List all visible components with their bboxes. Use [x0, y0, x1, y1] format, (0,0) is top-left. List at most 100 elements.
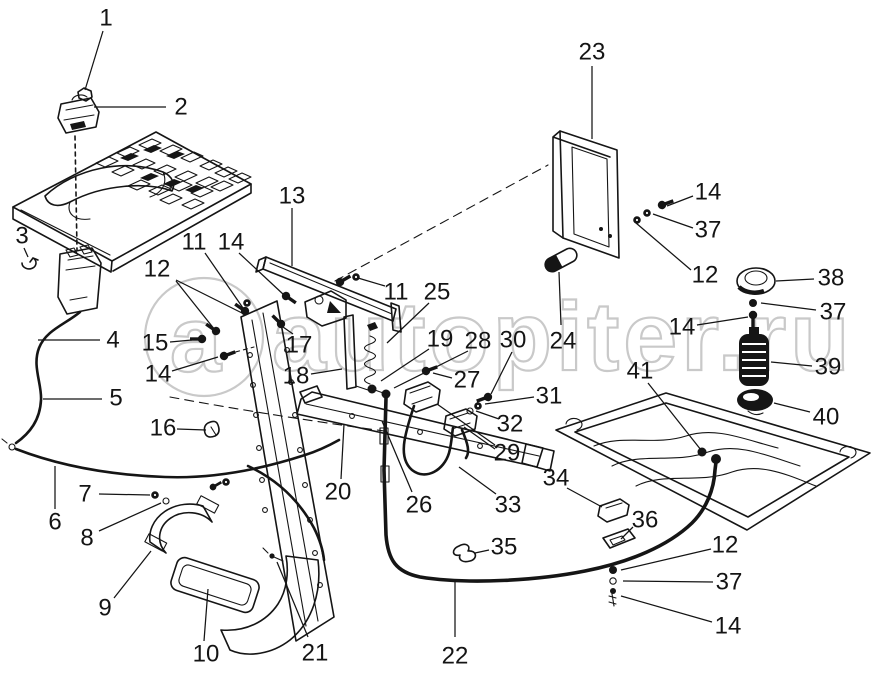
link-strip-18 — [343, 314, 357, 390]
leader-line-41 — [647, 382, 702, 451]
leader-line-29 — [436, 403, 496, 446]
mounting-bar-13 — [255, 256, 402, 333]
leader-line-26 — [381, 420, 413, 493]
leader-line-34 — [566, 487, 603, 508]
clamp-half-9 — [144, 495, 220, 554]
callout-17: 17 — [286, 332, 313, 359]
callout-10: 10 — [193, 641, 220, 668]
dashed-guide-line — [169, 396, 393, 433]
bracket-holes — [247, 347, 323, 588]
leader-line-30 — [490, 351, 513, 395]
callout-8: 8 — [80, 525, 93, 552]
callout-11: 11 — [182, 229, 207, 256]
callout-27: 27 — [454, 367, 481, 394]
toggle-switch-2 — [57, 94, 100, 134]
callout-32: 32 — [497, 411, 524, 438]
callout-35: 35 — [491, 534, 518, 561]
leader-line-17 — [282, 326, 294, 335]
cable-loop-33 — [402, 404, 455, 476]
callout-14: 14 — [695, 179, 722, 206]
grommet-38 — [736, 267, 776, 295]
leader-line-40 — [773, 402, 811, 413]
callout-29: 29 — [494, 440, 521, 467]
callout-31: 31 — [536, 383, 563, 410]
pivot-bracket-17 — [304, 290, 347, 327]
callout-20: 20 — [325, 479, 352, 506]
cover-frame-23 — [552, 130, 620, 259]
nut-11b — [352, 273, 360, 281]
callout-37: 37 — [820, 299, 847, 326]
callout-37: 37 — [695, 217, 722, 244]
leader-line-7 — [98, 493, 151, 496]
callout-19: 19 — [427, 326, 454, 353]
nut-7 — [151, 491, 159, 499]
leader-line-37 — [622, 580, 714, 583]
leader-line-20 — [340, 423, 345, 480]
return-spring-19 — [363, 335, 377, 385]
leader-line-31 — [484, 396, 535, 405]
callout-33: 33 — [495, 492, 522, 519]
clip-16 — [203, 420, 220, 438]
leader-line-12 — [620, 548, 712, 571]
callout-6: 6 — [48, 509, 61, 536]
nut-31 — [474, 402, 482, 410]
callout-15: 15 — [142, 330, 169, 357]
leader-line-18 — [310, 368, 343, 375]
callout-12: 12 — [144, 256, 171, 283]
leader-line-14 — [620, 595, 713, 623]
boot-39 — [739, 327, 769, 386]
leader-line-16 — [176, 428, 207, 431]
leader-line-35 — [474, 549, 490, 554]
callout-28: 28 — [465, 328, 492, 355]
pin-24 — [544, 247, 578, 273]
callout-18: 18 — [283, 363, 310, 390]
leader-line-14 — [171, 356, 219, 372]
lock-plate-36 — [602, 528, 636, 549]
callout-21: 21 — [302, 640, 329, 667]
support-bar-20 — [296, 385, 555, 472]
callout-25: 25 — [424, 279, 451, 306]
callout-34: 34 — [543, 465, 570, 492]
leader-line-29 — [463, 426, 496, 450]
dashed-guide-line — [334, 164, 549, 282]
leader-line-11 — [357, 277, 386, 287]
pin-25 — [367, 322, 378, 331]
leader-line-9 — [113, 550, 152, 599]
callout-5: 5 — [109, 385, 122, 412]
leader-line-39 — [770, 361, 813, 367]
bolt-misc-a — [208, 479, 223, 492]
callout-3: 3 — [15, 223, 28, 250]
connector-pigtail — [460, 428, 470, 460]
cable-end-fitting — [1, 438, 16, 451]
bellcrank-28 — [355, 384, 391, 399]
callout-14: 14 — [218, 229, 245, 256]
callout-7: 7 — [78, 481, 91, 508]
leader-line-15 — [169, 339, 193, 343]
switch-drop-line — [74, 135, 78, 251]
clip-35 — [452, 543, 477, 563]
pedal-10 — [170, 555, 320, 655]
nut-misc-b — [222, 478, 230, 486]
callout-37: 37 — [716, 569, 743, 596]
leader-line-38 — [775, 278, 815, 282]
callout-12: 12 — [692, 262, 719, 289]
leader-line-14 — [238, 252, 285, 296]
leader-line-19 — [380, 348, 430, 382]
leader-line-36 — [620, 526, 634, 540]
leader-line-12 — [635, 222, 692, 271]
panel-duct — [44, 164, 175, 220]
callout-2: 2 — [174, 94, 187, 121]
callout-1: 1 — [99, 5, 112, 32]
callout-9: 9 — [98, 595, 111, 622]
callout-36: 36 — [632, 507, 659, 534]
callout-16: 16 — [150, 415, 177, 442]
leader-line-10 — [203, 588, 209, 642]
callout-13: 13 — [279, 183, 306, 210]
control-cable-6 — [14, 438, 341, 479]
bracket-clip-34 — [597, 498, 630, 523]
leader-line-3 — [23, 247, 29, 258]
instrument-panel — [12, 131, 252, 273]
leader-line-33 — [458, 466, 497, 495]
